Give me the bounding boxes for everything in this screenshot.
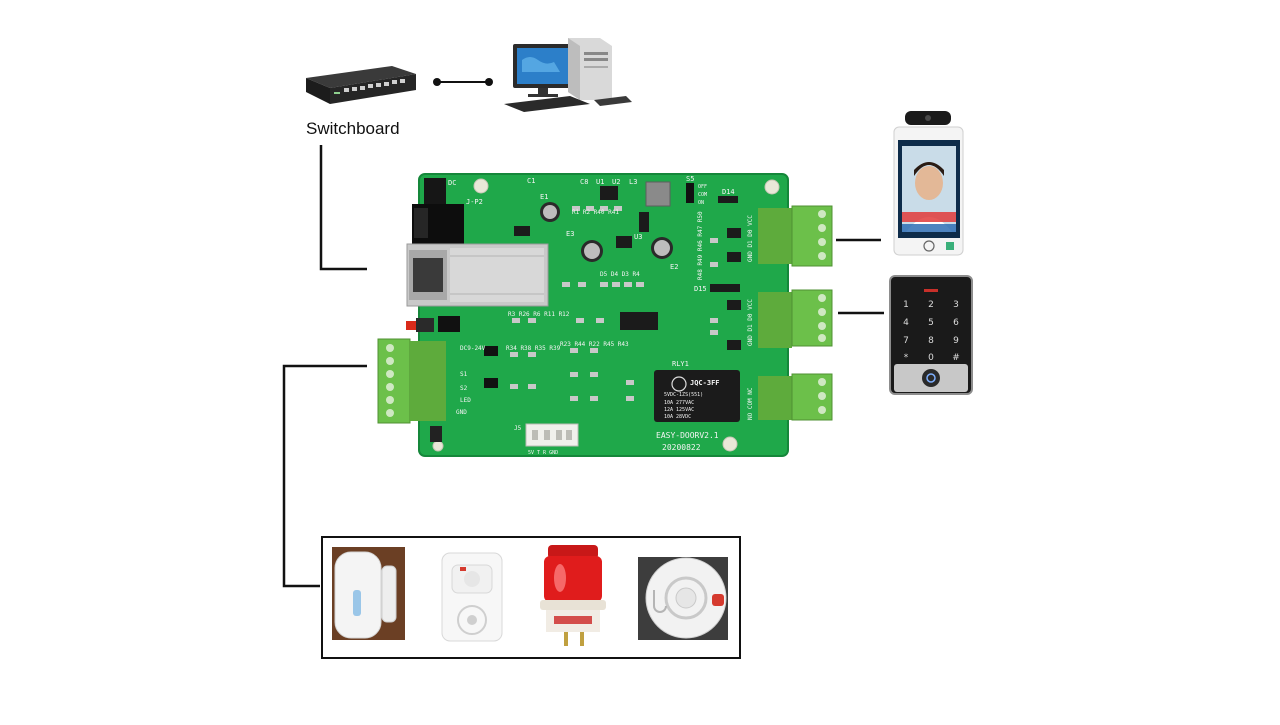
svg-text:8: 8 xyxy=(928,336,934,346)
alarm-siren-icon xyxy=(540,545,606,646)
silk-e2: E2 xyxy=(670,263,678,271)
switch-board-link xyxy=(319,145,367,271)
terminal-block-wiegand2 xyxy=(758,289,833,348)
controller-board: DC J-P2 C1 C8 E1 E2 E3 U1 U2 U3 L3 S5 OF… xyxy=(377,173,833,457)
svg-text:4: 4 xyxy=(903,318,909,328)
terminal-block-relay xyxy=(758,373,833,421)
silk-jp2: J-P2 xyxy=(466,198,483,206)
svg-text:0: 0 xyxy=(928,353,934,363)
pir-motion-sensor-icon xyxy=(441,552,503,642)
silk-in-led: LED xyxy=(460,397,471,404)
svg-text:2: 2 xyxy=(928,300,934,310)
switchboard-label: Switchboard xyxy=(306,119,400,138)
silk-rgroup2: D5 D4 D3 R4 xyxy=(600,271,640,278)
silk-l3: L3 xyxy=(629,178,637,186)
silk-in-s1: S1 xyxy=(460,371,468,378)
svg-text:*: * xyxy=(904,353,909,363)
silk-j5: J5 xyxy=(514,425,522,432)
inputs-sensor-link xyxy=(282,364,367,588)
silk-dc: DC xyxy=(448,179,456,187)
silk-com: COM xyxy=(698,192,707,198)
silk-c8: C8 xyxy=(580,178,588,186)
svg-text:3: 3 xyxy=(953,300,959,310)
silk-u3: U3 xyxy=(634,233,642,241)
terminal-block-inputs xyxy=(377,338,446,424)
silk-terminal-w2: GND D1 D0 VCC xyxy=(747,299,754,346)
svg-text:6: 6 xyxy=(953,318,959,328)
silk-d15: D15 xyxy=(694,285,707,293)
silk-terminal-relay: NO COM NC xyxy=(747,387,754,420)
relay-rating2: 12A 125VAC xyxy=(664,407,694,413)
silk-j5-pins: 5V T R GND xyxy=(528,450,558,456)
silk-u2: U2 xyxy=(612,178,620,186)
silk-s5: S5 xyxy=(686,175,694,183)
relay-brand: JQC-3FF xyxy=(690,379,720,387)
svg-text:#: # xyxy=(952,353,960,363)
silk-off: OFF xyxy=(698,184,707,190)
relay-rating1: 10A 277VAC xyxy=(664,400,694,406)
silk-e1: E1 xyxy=(540,193,548,201)
keypad-reader-icon: 1 2 3 4 5 6 7 8 9 * 0 # xyxy=(889,275,973,395)
silk-u1: U1 xyxy=(596,178,604,186)
network-switch-icon xyxy=(306,66,416,104)
silk-terminal-w1: GND D1 D0 VCC xyxy=(747,215,754,262)
terminal-block-wiegand1 xyxy=(758,205,833,267)
board-model: EASY-DOORV2.1 xyxy=(656,431,719,440)
silk-gnd: GND xyxy=(456,409,467,416)
silk-d14: D14 xyxy=(722,188,735,196)
svg-text:5: 5 xyxy=(928,318,934,328)
silk-rgroup5: R23 R44 R22 R45 R43 xyxy=(560,341,629,348)
svg-text:1: 1 xyxy=(903,300,909,310)
silk-rgroup3: R3 R26 R6 R11 R12 xyxy=(508,311,570,318)
svg-text:9: 9 xyxy=(953,336,959,346)
board-date: 20200822 xyxy=(662,443,701,452)
relay-rating3: 10A 28VDC xyxy=(664,414,691,420)
silk-rgroup4: R34 R38 R35 R39 xyxy=(506,345,561,352)
silk-in-s2: S2 xyxy=(460,385,468,392)
relay-coil: 5VDC-1ZS(551) xyxy=(664,392,703,398)
smoke-detector-icon xyxy=(638,557,728,640)
desktop-computer-icon xyxy=(504,38,632,112)
door-sensor-icon xyxy=(332,547,405,640)
svg-text:7: 7 xyxy=(903,336,909,346)
silk-on: ON xyxy=(698,200,704,206)
silk-input-power: DC9-24V xyxy=(460,345,486,352)
silk-rly1: RLY1 xyxy=(672,360,689,368)
face-recognition-terminal-icon xyxy=(893,111,964,256)
silk-e3: E3 xyxy=(566,230,574,238)
switch-pc-link xyxy=(433,78,493,86)
silk-rgroup1: R1 R2 R40 R41 xyxy=(572,209,619,216)
silk-c1: C1 xyxy=(527,177,535,185)
silk-rgroup6: R48 R49 R46 R47 R50 xyxy=(697,211,704,280)
